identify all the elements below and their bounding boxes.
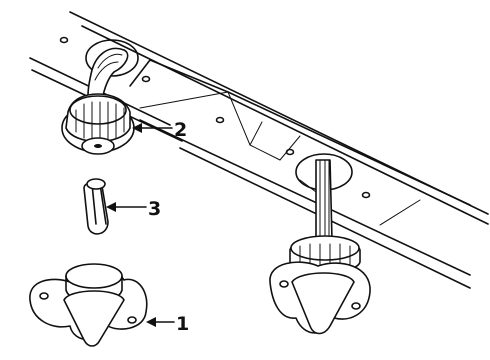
bulb bbox=[83, 178, 109, 235]
callout-2: 2 bbox=[132, 119, 187, 141]
upper-socket-assembly bbox=[61, 39, 139, 155]
callout-3: 3 bbox=[106, 198, 161, 220]
assembled-lamp bbox=[269, 153, 371, 335]
callout-label-3: 3 bbox=[148, 198, 161, 220]
lamp-housing bbox=[29, 263, 148, 347]
callout-1: 1 bbox=[146, 313, 189, 335]
callout-label-1: 1 bbox=[176, 313, 189, 335]
callout-label-2: 2 bbox=[174, 119, 187, 141]
rail-holes bbox=[59, 36, 371, 199]
